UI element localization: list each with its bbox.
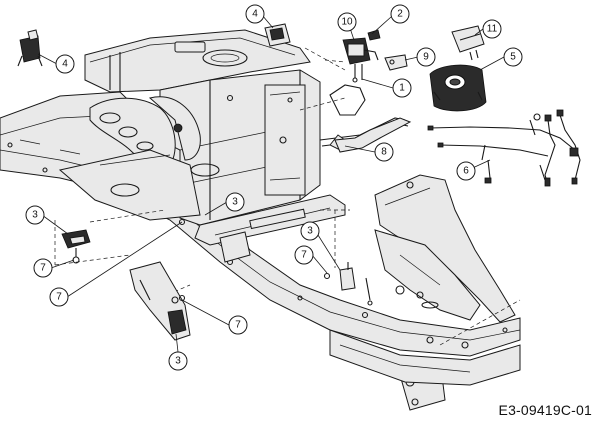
relay-solenoid <box>429 64 487 112</box>
callout-7-left: 7 <box>33 258 53 278</box>
callout-4-left: 4 <box>55 54 75 74</box>
clip-bracket <box>384 54 408 71</box>
rear-rail <box>329 299 521 386</box>
seat-switch <box>264 23 291 47</box>
svg-text:7: 7 <box>301 250 307 261</box>
ignition-switch <box>342 37 379 83</box>
svg-text:9: 9 <box>423 52 429 63</box>
center-support <box>159 69 321 226</box>
sensor-bottom <box>129 261 191 341</box>
callout-2: 2 <box>390 4 410 24</box>
callout-7-right: 7 <box>294 245 314 265</box>
callout-11: 11 <box>482 19 502 39</box>
callout-3-left: 3 <box>25 205 45 225</box>
callout-8: 8 <box>374 142 394 162</box>
svg-text:4: 4 <box>62 59 68 70</box>
svg-text:11: 11 <box>487 24 498 35</box>
left-switch-part <box>17 29 43 67</box>
floor-plate <box>58 149 220 221</box>
svg-text:7: 7 <box>235 320 241 331</box>
rod <box>334 117 412 153</box>
screws <box>178 94 369 319</box>
svg-text:8: 8 <box>381 147 387 158</box>
svg-text:3: 3 <box>232 197 238 208</box>
svg-text:1: 1 <box>399 83 405 94</box>
fuse <box>451 25 485 61</box>
callout-3-right: 3 <box>300 221 320 241</box>
steering-bracket <box>89 96 201 167</box>
sensor-left <box>61 229 91 264</box>
sensor-center <box>323 262 373 306</box>
callout-10: 10 <box>337 12 357 32</box>
callout-6: 6 <box>456 161 476 181</box>
svg-text:3: 3 <box>175 356 181 367</box>
callout-5: 5 <box>503 47 523 67</box>
construction-lines <box>54 47 350 301</box>
cross-member <box>194 194 346 263</box>
callout-1: 1 <box>392 78 412 98</box>
wiring-harness <box>427 109 581 187</box>
callout-7-bottom: 7 <box>228 315 248 335</box>
svg-text:5: 5 <box>510 52 516 63</box>
svg-text:10: 10 <box>341 17 353 28</box>
frame-top-panel <box>84 29 311 93</box>
callout-3-center: 3 <box>225 192 245 212</box>
callout-7-lower: 7 <box>49 287 69 307</box>
svg-text:6: 6 <box>463 166 469 177</box>
svg-text:4: 4 <box>252 9 258 20</box>
svg-text:7: 7 <box>56 292 62 303</box>
svg-text:2: 2 <box>397 9 403 20</box>
callout-3-bottom: 3 <box>168 351 188 371</box>
diagram-code: E3-09419C-01 <box>498 402 592 418</box>
svg-text:3: 3 <box>32 210 38 221</box>
callout-9: 9 <box>416 47 436 67</box>
callout-4-top: 4 <box>245 4 265 24</box>
svg-text:7: 7 <box>40 263 46 274</box>
key <box>367 29 381 41</box>
svg-text:3: 3 <box>307 226 313 237</box>
